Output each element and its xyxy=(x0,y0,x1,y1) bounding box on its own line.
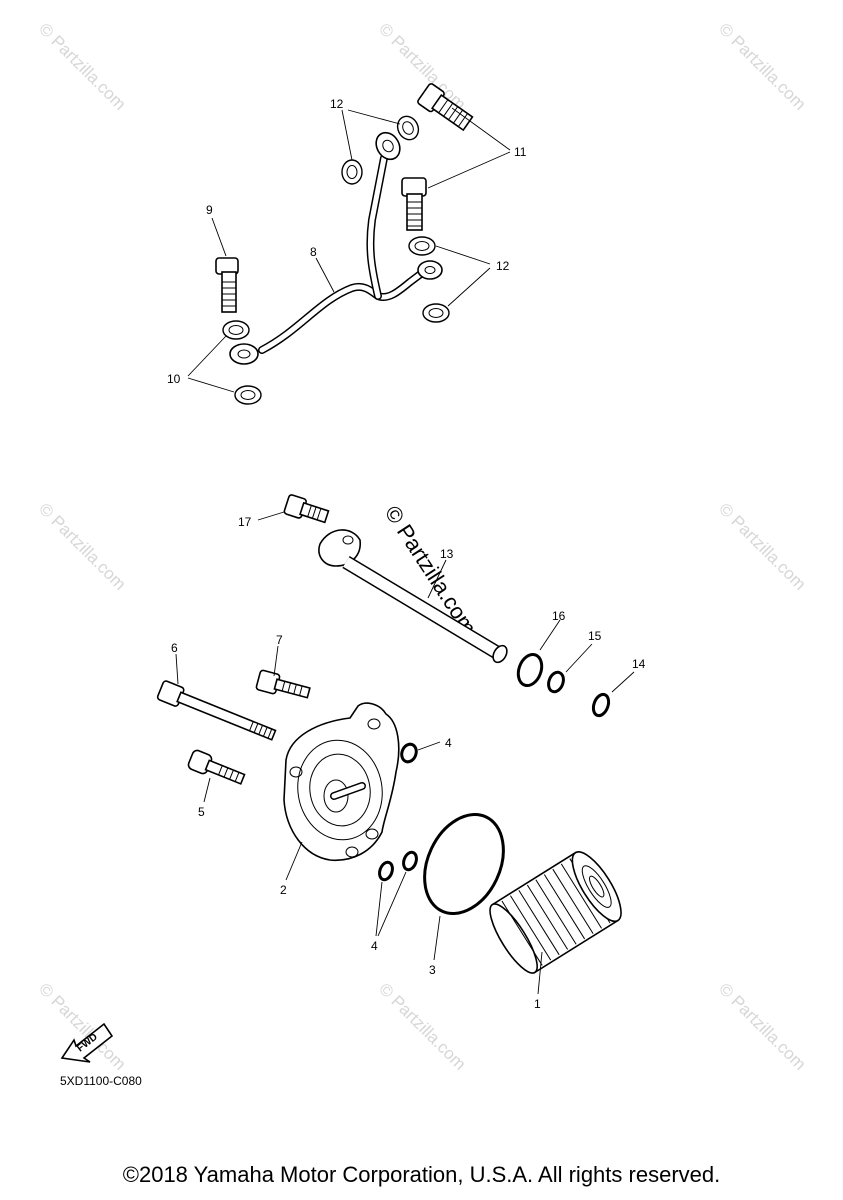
callout-12: 12 xyxy=(330,97,344,111)
bolt-17 xyxy=(283,494,330,524)
callout-17: 17 xyxy=(238,515,252,529)
o-rings-4 xyxy=(378,742,418,882)
diagram-code: 5XD1100-C080 xyxy=(60,1074,142,1088)
union-bolt-11-lower xyxy=(401,177,427,231)
strainer-pipe-13 xyxy=(318,529,508,664)
callout-12: 12 xyxy=(496,259,510,273)
watermark: © Partzilla.com xyxy=(715,19,809,113)
callout-3: 3 xyxy=(429,963,436,977)
watermark: © Partzilla.com xyxy=(715,499,809,593)
watermark: © Partzilla.com xyxy=(375,979,469,1073)
bolt-7 xyxy=(255,669,311,699)
callout-4: 4 xyxy=(371,939,378,953)
callout-6: 6 xyxy=(171,641,178,655)
callouts: 1 2 3 4 4 5 6 7 8 9 10 11 12 12 13 14 15… xyxy=(167,97,646,1011)
union-bolt-9 xyxy=(215,257,239,313)
callout-10: 10 xyxy=(167,372,181,386)
callout-1: 1 xyxy=(534,997,541,1011)
callout-14: 14 xyxy=(632,657,646,671)
callout-8: 8 xyxy=(310,245,317,259)
oil-filter-element-1 xyxy=(489,851,622,974)
callout-9: 9 xyxy=(206,203,213,217)
callout-11: 11 xyxy=(514,145,527,159)
filter-cover-2 xyxy=(283,702,400,862)
bolt-6 xyxy=(156,680,277,741)
callout-13: 13 xyxy=(440,547,454,561)
callout-16: 16 xyxy=(552,609,566,623)
callout-4: 4 xyxy=(445,736,452,750)
o-ring-3 xyxy=(423,812,505,916)
leader-lines xyxy=(175,107,635,995)
callout-15: 15 xyxy=(588,629,602,643)
watermark: © Partzilla.com xyxy=(35,499,129,593)
o-rings xyxy=(516,653,611,718)
callout-7: 7 xyxy=(276,633,283,647)
callout-5: 5 xyxy=(198,805,205,819)
watermark: © Partzilla.com xyxy=(715,979,809,1073)
washers xyxy=(222,115,450,405)
watermark: © Partzilla.com xyxy=(35,19,129,113)
union-bolt-11-upper xyxy=(417,83,474,132)
oil-delivery-pipe xyxy=(229,131,443,365)
copyright-notice: ©2018 Yamaha Motor Corporation, U.S.A. A… xyxy=(122,1162,721,1187)
bolt-5 xyxy=(187,749,246,785)
callout-2: 2 xyxy=(280,883,287,897)
